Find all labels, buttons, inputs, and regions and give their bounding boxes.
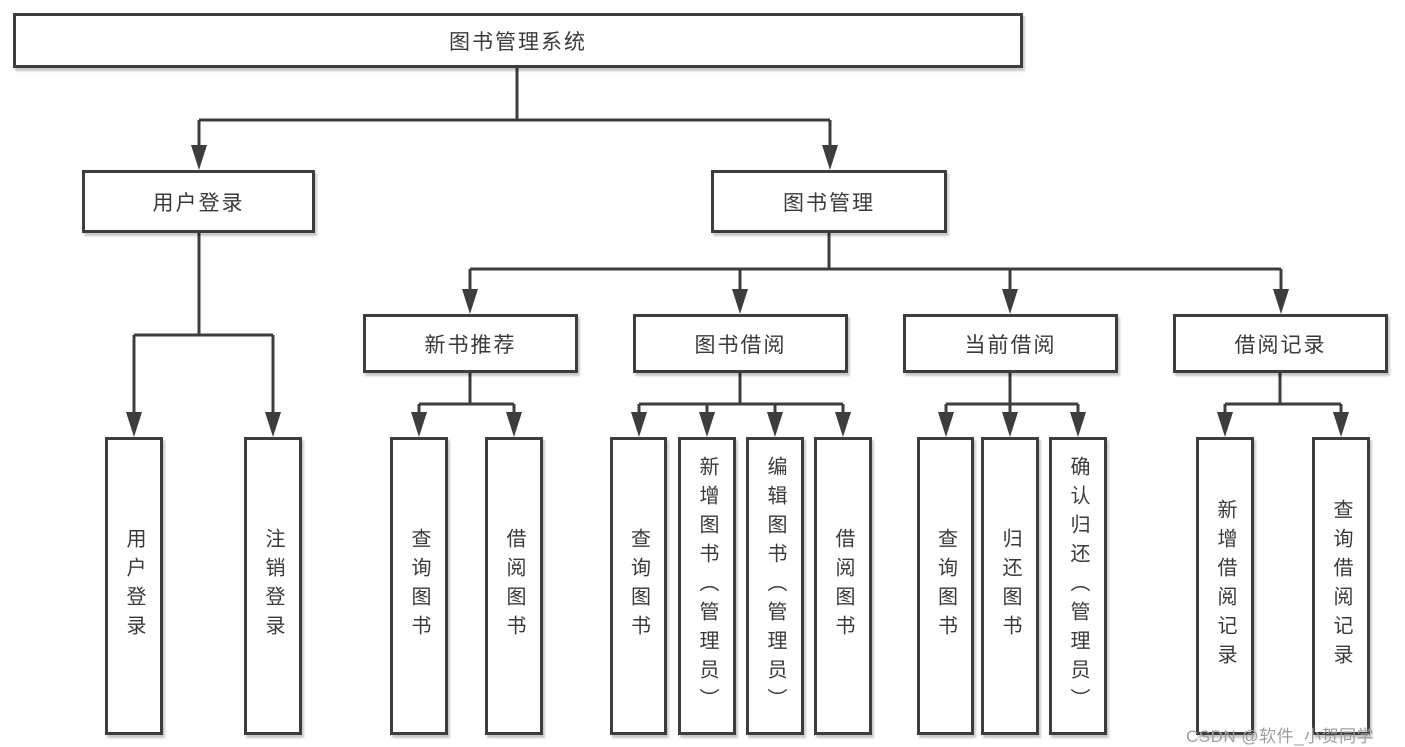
- arrowhead: [462, 289, 478, 314]
- leaf-confirm-return-admin-label: 确认归还（管理员）: [1067, 455, 1089, 717]
- leaf-query-books-current: 查询图书: [917, 437, 974, 735]
- arrowhead: [732, 289, 748, 314]
- leaf-edit-books-admin: 编辑图书（管理员）: [746, 437, 804, 735]
- arrowhead: [835, 412, 851, 437]
- node-current-borrowing: 当前借阅: [903, 314, 1118, 373]
- node-book-borrowing: 图书借阅: [633, 314, 848, 373]
- node-book-management: 图书管理: [711, 170, 947, 233]
- leaf-query-borrow-record-label: 查询借阅记录: [1330, 499, 1352, 673]
- arrowhead: [411, 412, 427, 437]
- leaf-borrow-books-recommend: 借阅图书: [485, 437, 543, 735]
- csdn-watermark: CSDN @软件_小贺同学: [1186, 727, 1375, 746]
- leaf-query-books-borrowing: 查询图书: [610, 437, 667, 735]
- node-user-login: 用户登录: [82, 170, 315, 233]
- leaf-logout-label: 注销登录: [262, 528, 284, 644]
- arrowhead: [1217, 412, 1233, 437]
- arrowhead: [699, 412, 715, 437]
- leaf-borrow-books-recommend-label: 借阅图书: [503, 528, 525, 644]
- node-user-login-label: 用户登录: [152, 191, 245, 215]
- arrowhead: [265, 412, 281, 437]
- leaf-edit-books-admin-label: 编辑图书（管理员）: [764, 455, 786, 717]
- leaf-return-books: 归还图书: [981, 437, 1039, 735]
- node-current-borrowing-label: 当前借阅: [964, 333, 1057, 357]
- leaf-borrow-books: 借阅图书: [814, 437, 872, 735]
- arrowhead: [1002, 412, 1018, 437]
- node-book-management-label: 图书管理: [783, 191, 875, 215]
- node-new-book-recommend-label: 新书推荐: [424, 333, 517, 357]
- leaf-user-login-label: 用户登录: [123, 528, 145, 644]
- node-library-system-label: 图书管理系统: [449, 30, 587, 54]
- leaf-user-login: 用户登录: [105, 437, 163, 735]
- arrowhead: [1273, 289, 1289, 314]
- leaf-query-books-current-label: 查询图书: [934, 528, 957, 644]
- arrowhead: [767, 412, 783, 437]
- leaf-logout: 注销登录: [244, 437, 302, 735]
- arrowhead: [631, 412, 647, 437]
- arrowhead: [506, 412, 522, 437]
- node-book-borrowing-label: 图书借阅: [694, 333, 787, 357]
- leaf-query-books-borrowing-label: 查询图书: [627, 528, 650, 644]
- leaf-borrow-books-label: 借阅图书: [832, 528, 854, 644]
- node-library-system: 图书管理系统: [13, 13, 1023, 68]
- leaf-add-books-admin: 新增图书（管理员）: [678, 437, 736, 735]
- arrowhead: [191, 145, 207, 170]
- arrowhead: [938, 412, 954, 437]
- leaf-query-books-recommend-label: 查询图书: [408, 528, 430, 644]
- leaf-add-borrow-record: 新增借阅记录: [1196, 437, 1254, 735]
- node-new-book-recommend: 新书推荐: [363, 314, 578, 373]
- arrowhead: [822, 145, 838, 170]
- node-borrowing-records: 借阅记录: [1173, 314, 1388, 373]
- arrowhead: [1070, 412, 1086, 437]
- arrowhead: [126, 412, 142, 437]
- arrowhead: [1333, 412, 1349, 437]
- leaf-query-books-recommend: 查询图书: [390, 437, 448, 735]
- arrowhead: [1002, 289, 1018, 314]
- leaf-return-books-label: 归还图书: [999, 528, 1021, 644]
- leaf-query-borrow-record: 查询借阅记录: [1312, 437, 1370, 735]
- leaf-add-books-admin-label: 新增图书（管理员）: [696, 455, 718, 717]
- leaf-add-borrow-record-label: 新增借阅记录: [1214, 499, 1236, 673]
- leaf-confirm-return-admin: 确认归还（管理员）: [1049, 437, 1107, 735]
- node-borrowing-records-label: 借阅记录: [1234, 333, 1327, 357]
